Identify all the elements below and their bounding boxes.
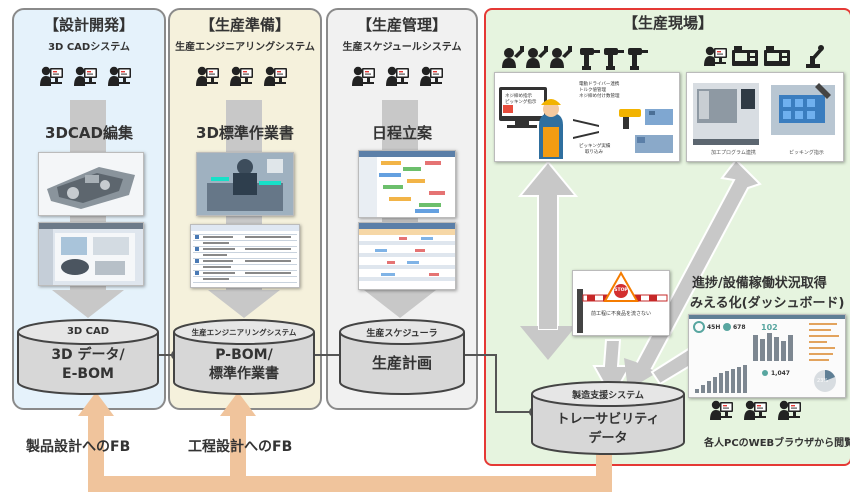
note-picking-instruction: ピッキング指示	[505, 100, 537, 105]
prep-title: 【生産準備】	[199, 16, 290, 34]
db-pbom-label-1: P-BOM/	[215, 347, 273, 363]
db-traceability-system: 製造支援システム	[572, 391, 644, 401]
kpi-count: 678	[733, 324, 746, 331]
kpi-hours: 45H	[707, 324, 721, 331]
note-screw-count: ネジ締め付け数管理	[579, 94, 620, 99]
db-traceability-label-2: データ	[588, 431, 628, 446]
standard-work-table-image	[190, 224, 300, 288]
work-instruction-card: ネジ締め指示 ピッキング指示 電動ドライバー連携 トルク値管理 ネジ締め付け数管…	[494, 72, 680, 162]
db-traceability-label-1: トレーサビリティ	[556, 412, 660, 427]
db-3dcad: 3D CAD 3D データ/ E-BOM	[18, 320, 158, 396]
prep-activity: 3D標準作業書	[196, 124, 294, 142]
db-schedule: 生産スケジューラ 生産計画	[340, 320, 464, 396]
db-schedule-system: 生産スケジューラ	[366, 329, 438, 339]
note-picking-result: ピッキング実績	[579, 144, 611, 149]
note-capture: 取り込み	[585, 150, 603, 155]
db-pbom-label-2: 標準作業書	[209, 366, 279, 382]
dashboard-screen: 45H 678 102 1,047 23%	[688, 314, 846, 398]
machine-program-link: 加工プログラム連携	[711, 150, 756, 156]
db-cylinders	[17, 319, 685, 455]
browser-note: 各人PCのWEBブラウザから閲覧	[704, 438, 850, 449]
prep-subtitle: 生産エンジニアリングシステム	[175, 42, 315, 53]
design-title: 【設計開発】	[43, 16, 134, 34]
db-3dcad-label-1: 3D データ/	[51, 347, 125, 363]
kpi-total: 1,047	[771, 370, 790, 377]
db-schedule-label: 生産計画	[371, 354, 432, 372]
kpi-center: 102	[761, 323, 778, 332]
kpi-gauge: 23%	[817, 378, 829, 384]
db-3dcad-label-2: E-BOM	[62, 366, 114, 382]
machine-card: 加工プログラム連携 ピッキング指示	[686, 72, 844, 162]
mgmt-activity: 日程立案	[371, 124, 432, 142]
mgmt-subtitle: 生産スケジュールシステム	[342, 42, 462, 53]
design-activity: 3DCAD編集	[45, 124, 133, 142]
design-subtitle: 3D CADシステム	[48, 42, 130, 53]
cad-model-image	[38, 152, 144, 216]
mgmt-title: 【生産管理】	[356, 16, 447, 34]
schedule-gantt-image	[358, 150, 456, 218]
db-traceability: 製造支援システム トレーサビリティ データ	[532, 382, 684, 458]
schedule-table-image	[358, 222, 456, 290]
db-3dcad-system: 3D CAD	[66, 326, 110, 337]
machine-picking-label: ピッキング指示	[789, 150, 824, 156]
stop-sign-text: STOP	[614, 287, 628, 293]
cad-software-image	[38, 222, 144, 286]
dashboard-title-2: みえる化(ダッシュボード)	[690, 296, 845, 311]
db-pbom: 生産エンジニアリングシステム P-BOM/ 標準作業書	[174, 320, 314, 396]
note-torque: トルク値管理	[579, 88, 606, 93]
stop-gate-card: STOP 前工程に不良品を流さない	[572, 270, 670, 336]
note-driver-link: 電動ドライバー連携	[579, 82, 620, 87]
dashboard-title-1: 進捗/設備稼働状況取得	[692, 276, 827, 291]
fb-product-design: 製品設計へのFB	[26, 439, 131, 455]
standard-work-3d-image	[196, 152, 294, 216]
floor-title: 【生産現場】	[622, 14, 713, 32]
note-screw-instruction: ネジ締め指示	[505, 94, 532, 99]
stop-note: 前工程に不良品を流さない	[591, 311, 652, 317]
db-pbom-system: 生産エンジニアリングシステム	[191, 328, 297, 337]
fb-process-design: 工程設計へのFB	[188, 439, 293, 455]
